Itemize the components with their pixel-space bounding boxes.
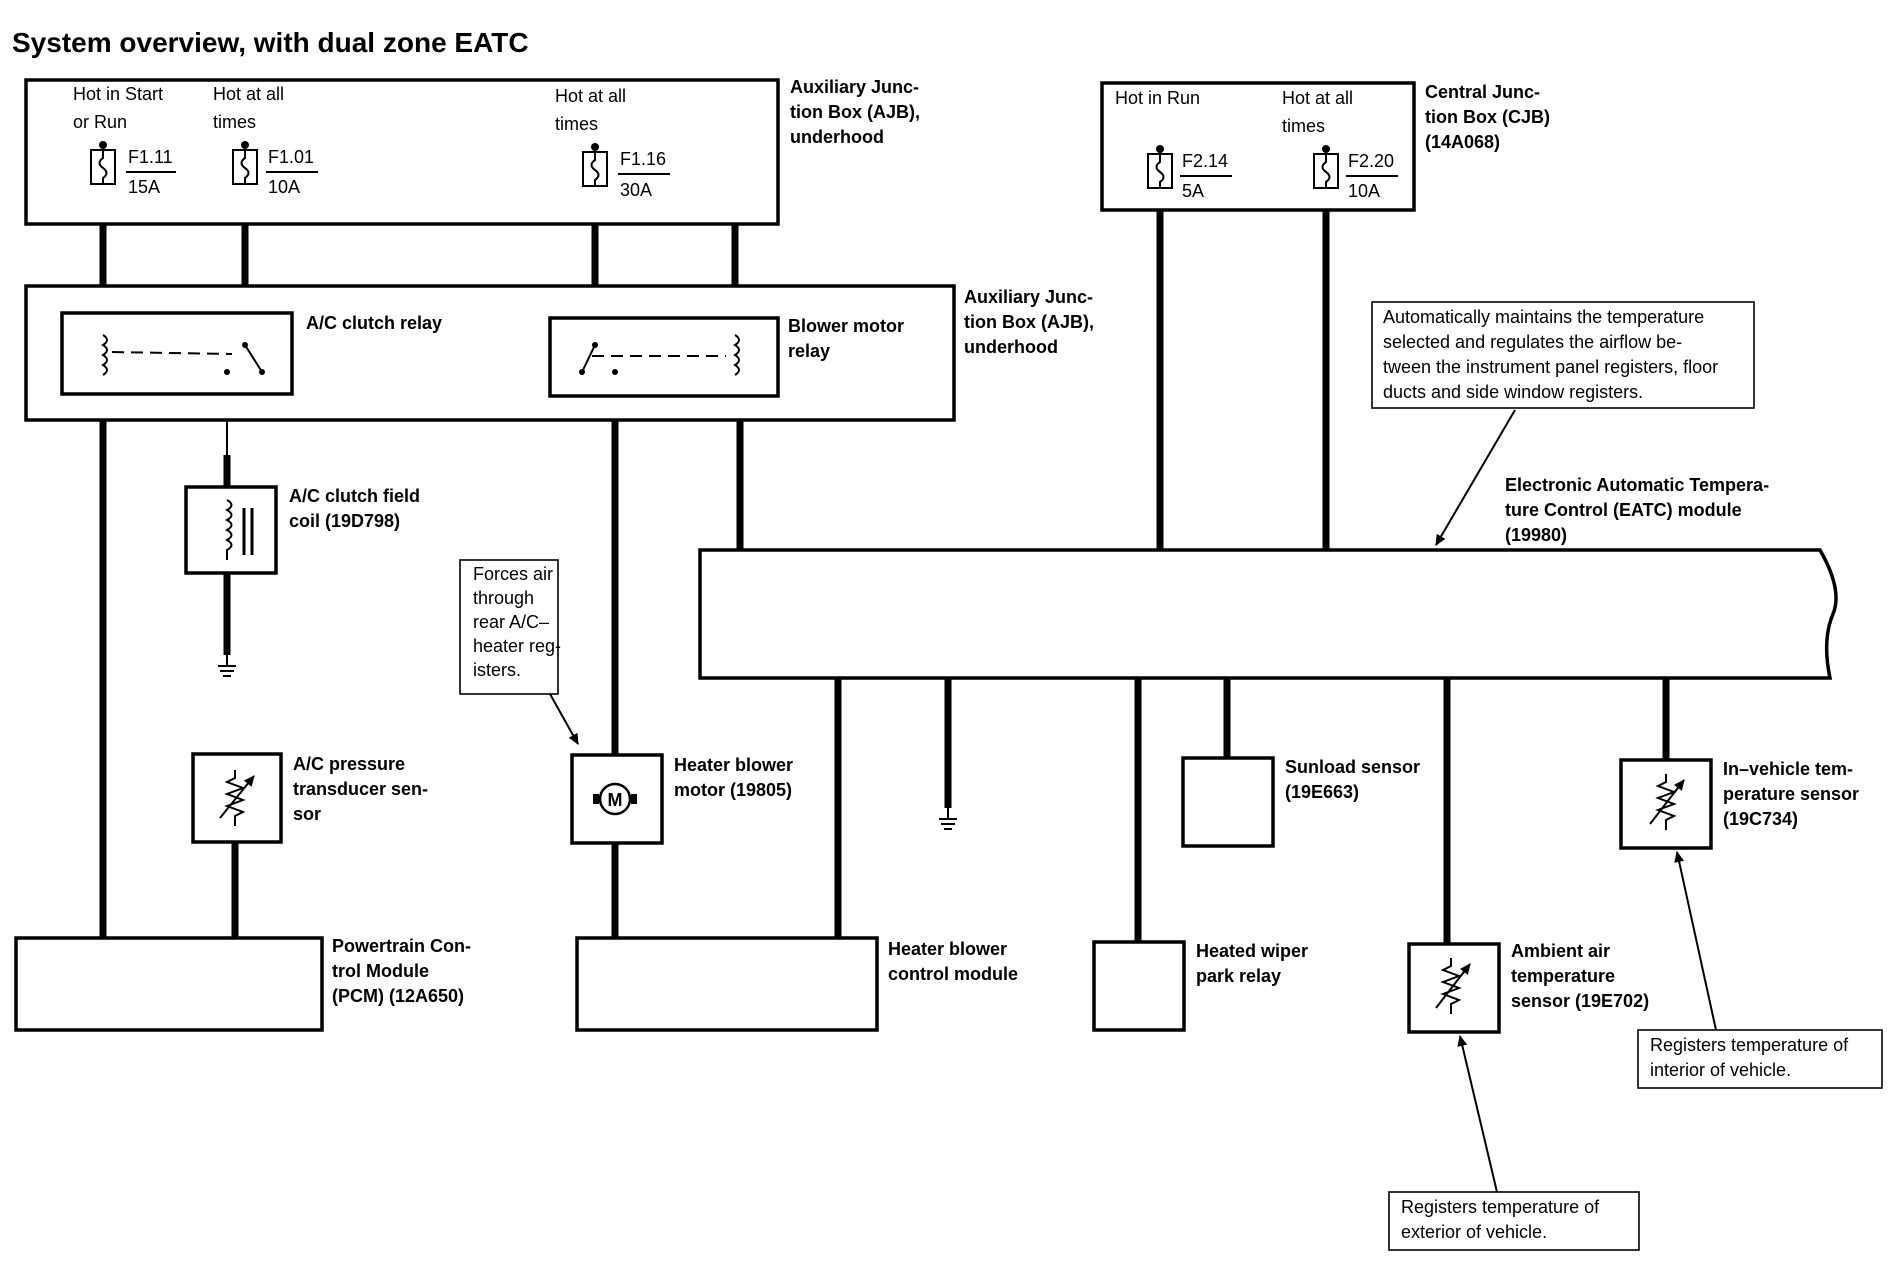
callout-text: Forces air (473, 564, 553, 584)
fuse-id: F1.16 (620, 149, 666, 169)
component-label: control module (888, 964, 1018, 984)
ajb-label: Auxiliary Junc- (790, 77, 919, 97)
callout-text: through (473, 588, 534, 608)
ajb-relay-box: Auxiliary Junc- tion Box (AJB), underhoo… (24, 284, 1094, 422)
fuse-rating: 10A (268, 177, 300, 197)
callout-text: Automatically maintains the temperature (1383, 307, 1704, 327)
callout-text: selected and regulates the airflow be- (1383, 332, 1682, 352)
component-label: In–vehicle tem- (1723, 759, 1853, 779)
exterior-callout: Registers temperature of exterior of veh… (1388, 1035, 1640, 1251)
wires (99, 210, 1670, 944)
feed-label: Hot at all (1282, 88, 1353, 108)
ac-clutch-relay: A/C clutch relay (60, 311, 442, 396)
component-label: park relay (1196, 966, 1281, 986)
ground-symbol (218, 665, 236, 677)
pcm: Powertrain Con- trol Module (PCM) (12A65… (14, 936, 471, 1032)
heated-wiper-park-relay: Heated wiper park relay (1092, 940, 1308, 1032)
feed-label: Hot in Start (73, 84, 163, 104)
sunload-sensor: Sunload sensor (19E663) (1181, 756, 1420, 848)
component-label: perature sensor (1723, 784, 1859, 804)
fuse-f2-20: F2.20 10A (1313, 145, 1398, 201)
component-label: A/C pressure (293, 754, 405, 774)
ground-symbol (939, 818, 957, 830)
fuse-rating: 15A (128, 177, 160, 197)
feed-label: Hot at all (555, 86, 626, 106)
diagram-title: System overview, with dual zone EATC (12, 27, 529, 58)
cjb-label: (14A068) (1425, 132, 1500, 152)
cjb-fuse-box: Hot in Run Hot at all times Central Junc… (1100, 81, 1550, 212)
heater-blower-control-module: Heater blower control module (575, 936, 1018, 1032)
fuse-id: F2.20 (1348, 151, 1394, 171)
component-label: sor (293, 804, 321, 824)
ajb-label: underhood (790, 127, 884, 147)
callout-text: isters. (473, 660, 521, 680)
callout-text: exterior of vehicle. (1401, 1222, 1547, 1242)
component-label: (19980) (1505, 525, 1567, 545)
fuse-id: F1.01 (268, 147, 314, 167)
component-label: sensor (19E702) (1511, 991, 1649, 1011)
component-label: (PCM) (12A650) (332, 986, 464, 1006)
fuse-rating: 5A (1182, 181, 1204, 201)
motor-icon: M (608, 790, 623, 810)
callout-text: Registers temperature of (1401, 1197, 1600, 1217)
component-label: ture Control (EATC) module (1505, 500, 1742, 520)
component-label: trol Module (332, 961, 429, 981)
callout-text: tween the instrument panel registers, fl… (1383, 357, 1718, 377)
ajb-label: tion Box (AJB), (964, 312, 1094, 332)
fuse-rating: 10A (1348, 181, 1380, 201)
component-label: (19C734) (1723, 809, 1798, 829)
feed-label: Hot in Run (1115, 88, 1200, 108)
component-label: temperature (1511, 966, 1615, 986)
blower-motor-relay: Blower motor relay (548, 316, 904, 398)
component-label: motor (19805) (674, 780, 792, 800)
component-label: Powertrain Con- (332, 936, 471, 956)
in-vehicle-temperature-sensor: In–vehicle tem- perature sensor (19C734) (1619, 758, 1859, 850)
component-label: Electronic Automatic Tempera- (1505, 475, 1769, 495)
cjb-label: tion Box (CJB) (1425, 107, 1550, 127)
callout-text: interior of vehicle. (1650, 1060, 1791, 1080)
feed-label: times (213, 112, 256, 132)
relay-label: relay (788, 341, 830, 361)
forces-air-callout: Forces air through rear A/C– heater reg-… (459, 559, 579, 745)
fuse-f2-14: F2.14 5A (1147, 145, 1232, 201)
ajb-label: Auxiliary Junc- (964, 287, 1093, 307)
feed-label: times (1282, 116, 1325, 136)
fuse-id: F1.11 (128, 147, 173, 167)
feed-label: times (555, 114, 598, 134)
component-label: (19E663) (1285, 782, 1359, 802)
heater-blower-motor: M Heater blower motor (19805) (570, 753, 793, 845)
relay-label: A/C clutch relay (306, 313, 442, 333)
fuse-f1-11: F1.11 15A (90, 141, 176, 197)
fuse-id: F2.14 (1182, 151, 1228, 171)
feed-label: or Run (73, 112, 127, 132)
eatc-callout: Automatically maintains the temperature … (1371, 301, 1755, 546)
callout-text: Registers temperature of (1650, 1035, 1849, 1055)
cjb-label: Central Junc- (1425, 82, 1540, 102)
component-label: Sunload sensor (1285, 757, 1420, 777)
fuse-f1-16: F1.16 30A (582, 143, 670, 200)
component-label: coil (19D798) (289, 511, 400, 531)
ac-pressure-transducer: A/C pressure transducer sen- sor (191, 752, 428, 844)
component-label: Heater blower (674, 755, 793, 775)
eatc-module: Electronic Automatic Tempera- ture Contr… (698, 475, 1838, 680)
fuse-f1-01: F1.01 10A (232, 141, 318, 197)
relay-label: Blower motor (788, 316, 904, 336)
component-label: Heated wiper (1196, 941, 1308, 961)
fuse-rating: 30A (620, 180, 652, 200)
ambient-air-temperature-sensor: Ambient air temperature sensor (19E702) (1407, 941, 1649, 1034)
ajb-label: underhood (964, 337, 1058, 357)
component-label: Heater blower (888, 939, 1007, 959)
ajb-label: tion Box (AJB), (790, 102, 920, 122)
callout-text: heater reg- (473, 636, 561, 656)
component-label: A/C clutch field (289, 486, 420, 506)
feed-label: Hot at all (213, 84, 284, 104)
ajb-fuse-box: Hot in Start or Run Hot at all times Hot… (24, 77, 920, 226)
callout-text: rear A/C– (473, 612, 549, 632)
ac-clutch-field-coil: A/C clutch field coil (19D798) (184, 485, 420, 575)
component-label: Ambient air (1511, 941, 1610, 961)
callout-text: ducts and side window registers. (1383, 382, 1643, 402)
interior-callout: Registers temperature of interior of veh… (1637, 851, 1883, 1089)
component-label: transducer sen- (293, 779, 428, 799)
